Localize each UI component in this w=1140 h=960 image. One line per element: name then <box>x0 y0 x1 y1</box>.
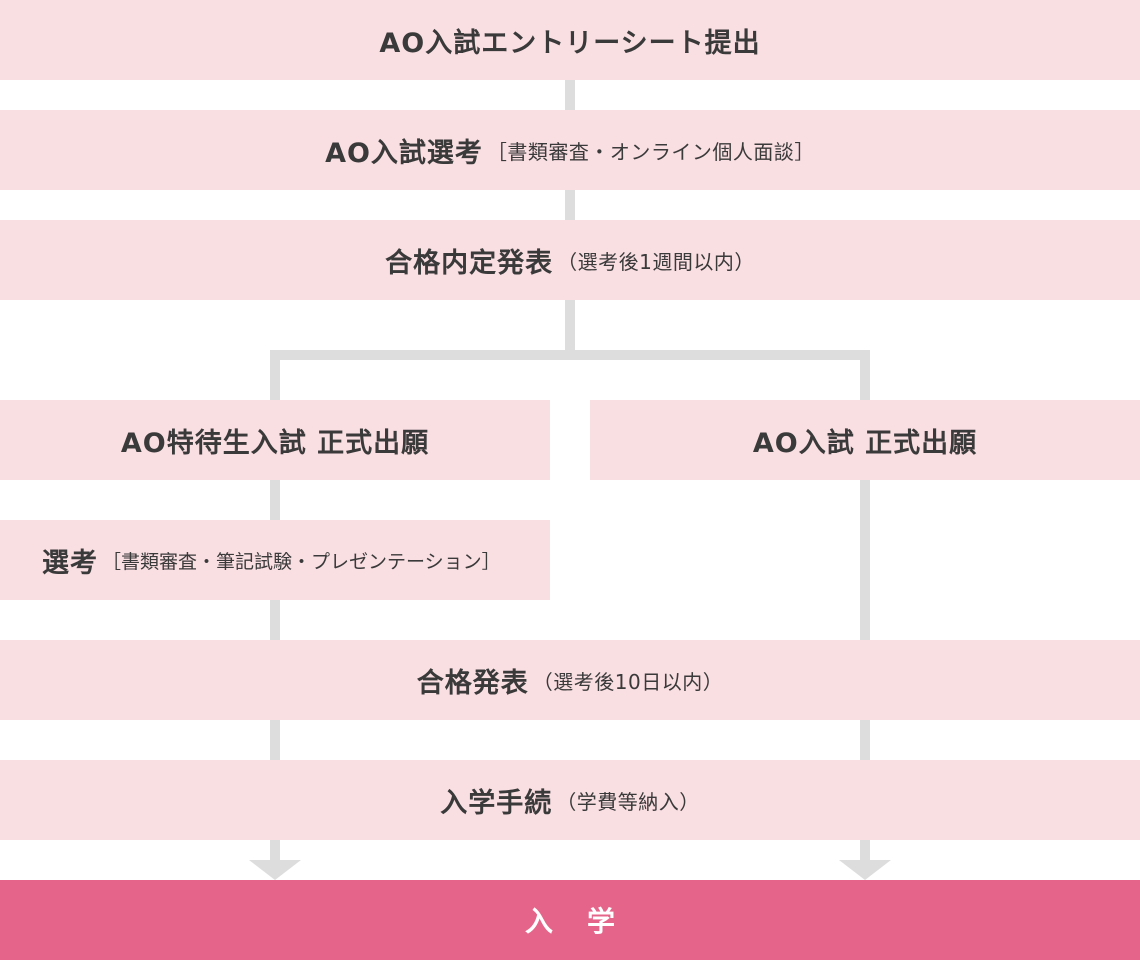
arrow-left-down <box>249 860 301 880</box>
step-final-result-title: 合格発表 <box>416 667 529 699</box>
branch-scholarship-application-title: AO特待生入試 正式出願 <box>120 427 430 459</box>
step-enrollment-procedure-title: 入学手続 <box>440 787 553 819</box>
step-provisional-result-detail: （選考後1週間以内） <box>557 249 755 274</box>
step-final-result: 合格発表 （選考後10日以内） <box>0 640 1140 720</box>
step-final-result-detail: （選考後10日以内） <box>532 669 724 694</box>
step-ao-selection: AO入試選考 ［書類審査・オンライン個人面談］ <box>0 110 1140 190</box>
branch-standard-application-title: AO入試 正式出願 <box>752 427 978 459</box>
step-entry-sheet: AO入試エントリーシート提出 <box>0 0 1140 80</box>
connector-branch-horizontal <box>270 350 870 360</box>
step-provisional-result-title: 合格内定発表 <box>385 247 554 279</box>
step-enrollment-procedure-detail: （学費等納入） <box>556 789 700 814</box>
branch-standard-application: AO入試 正式出願 <box>590 400 1140 480</box>
step-ao-selection-title: AO入試選考 <box>325 137 483 169</box>
step-provisional-result: 合格内定発表 （選考後1週間以内） <box>0 220 1140 300</box>
branch-scholarship-application: AO特待生入試 正式出願 <box>0 400 550 480</box>
step-scholarship-selection-detail: ［書類審査・筆記試験・プレゼンテーション］ <box>102 550 501 573</box>
step-entry-sheet-title: AO入試エントリーシート提出 <box>379 27 761 59</box>
connector-right-vertical <box>860 350 870 862</box>
arrow-right-down <box>839 860 891 880</box>
connector-left-vertical <box>270 350 280 862</box>
connector-center-vertical <box>565 80 575 352</box>
step-enrollment: 入学 <box>0 880 1140 960</box>
step-scholarship-selection-title: 選考 <box>42 547 98 579</box>
step-scholarship-selection: 選考 ［書類審査・筆記試験・プレゼンテーション］ <box>0 520 550 600</box>
step-enrollment-procedure: 入学手続 （学費等納入） <box>0 760 1140 840</box>
step-enrollment-title: 入学 <box>524 905 649 938</box>
step-ao-selection-detail: ［書類審査・オンライン個人面談］ <box>486 139 815 164</box>
